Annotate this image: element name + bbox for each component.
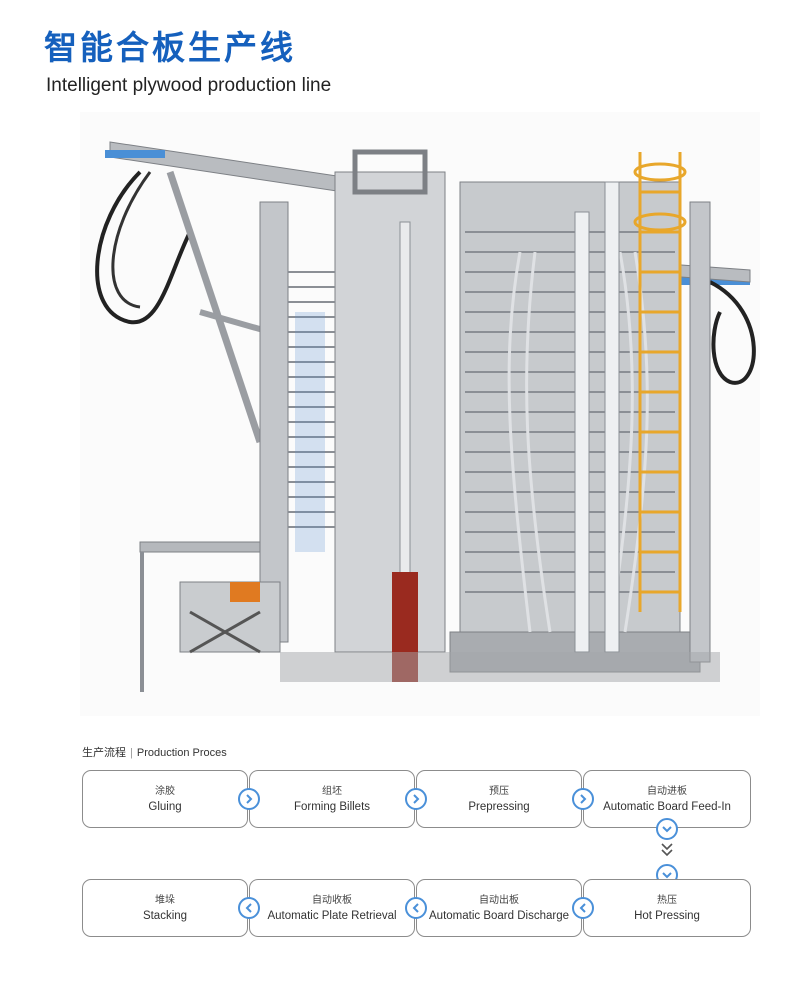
step-label-en: Automatic Plate Retrieval (267, 909, 397, 922)
process-heading-en: Production Proces (136, 747, 227, 759)
arrow-right-icon[interactable] (238, 788, 260, 810)
step-label-en: Forming Billets (293, 800, 371, 813)
double-chevron-down-icon (661, 843, 673, 857)
arrow-right-icon[interactable] (405, 788, 427, 810)
step-stacking: 堆垛 Stacking (82, 879, 248, 937)
step-label-en: Hot Pressing (634, 909, 700, 922)
arrow-right-icon[interactable] (572, 788, 594, 810)
arrow-left-icon[interactable] (238, 897, 260, 919)
step-prepressing: 预压 Prepressing (416, 770, 582, 828)
page-subtitle: Intelligent plywood production line (46, 75, 332, 96)
page-title: 智能合板生产线 (44, 28, 296, 67)
step-label-cn: 堆垛 (155, 894, 175, 906)
process-heading-separator: | (130, 747, 133, 759)
arrow-left-icon[interactable] (572, 897, 594, 919)
step-label-en: Stacking (142, 909, 188, 922)
step-forming-billets: 组坯 Forming Billets (249, 770, 415, 828)
step-gluing: 涂胶 Gluing (82, 770, 248, 828)
step-label-en: Prepressing (468, 800, 530, 813)
step-label-cn: 涂胶 (155, 785, 175, 797)
arrow-left-icon[interactable] (405, 897, 427, 919)
step-label-cn: 自动收板 (312, 894, 352, 906)
step-automatic-plate-retrieval: 自动收板 Automatic Plate Retrieval (249, 879, 415, 937)
step-label-en: Automatic Board Discharge (429, 909, 569, 922)
step-label-en: Automatic Board Feed-In (603, 800, 731, 813)
step-label-cn: 自动出板 (479, 894, 519, 906)
process-heading-cn: 生产流程 (82, 747, 126, 759)
step-label-cn: 热压 (657, 894, 677, 906)
step-label-cn: 自动进板 (647, 785, 687, 797)
production-line-photo (80, 112, 760, 716)
step-automatic-board-discharge: 自动出板 Automatic Board Discharge (416, 879, 582, 937)
process-section-heading: 生产流程 |Production Proces (82, 744, 227, 760)
step-label-en: Gluing (148, 800, 182, 813)
step-label-cn: 组坯 (322, 785, 342, 797)
step-hot-pressing: 热压 Hot Pressing (583, 879, 751, 937)
step-automatic-board-feed-in: 自动进板 Automatic Board Feed-In (583, 770, 751, 828)
step-label-cn: 预压 (489, 785, 509, 797)
arrow-down-icon[interactable] (656, 818, 678, 840)
